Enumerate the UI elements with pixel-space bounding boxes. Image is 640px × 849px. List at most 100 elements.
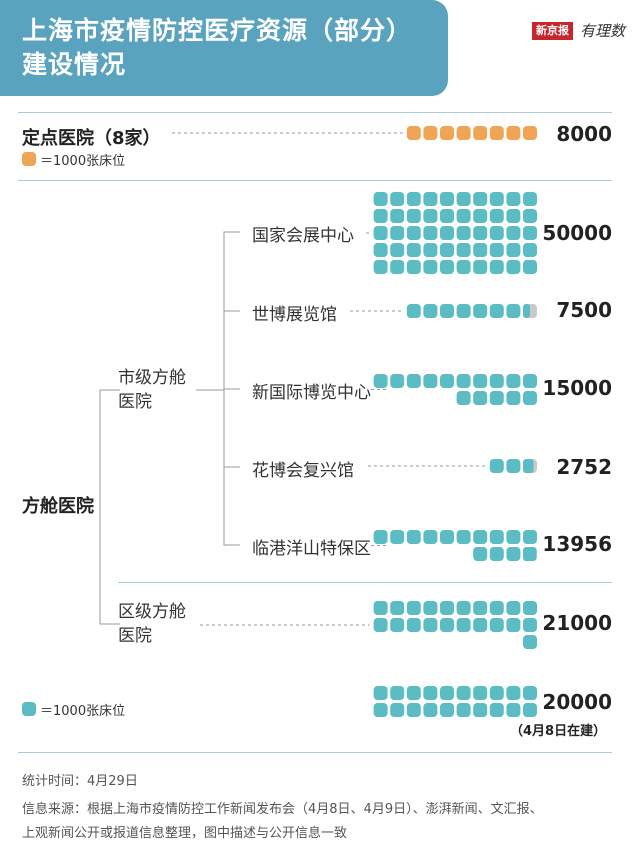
unit-icon — [373, 226, 388, 240]
unit-icon-fraction — [523, 459, 534, 473]
unit-icon — [506, 391, 521, 405]
unit-icon — [489, 243, 504, 257]
unit-icon — [489, 226, 504, 240]
unit-icon — [440, 226, 454, 240]
unit-icon — [473, 260, 488, 274]
value-label-lingang-yangshan: 13956 — [542, 532, 612, 556]
unit-icon — [456, 192, 471, 206]
unit-icon — [456, 226, 471, 240]
unit-icon — [523, 635, 537, 649]
unit-icon — [406, 618, 421, 632]
row-name-new-intl-expo: 新国际博览中心 — [252, 383, 371, 403]
unit-icon — [523, 192, 537, 206]
legend-designated-text: ＝1000张床位 — [40, 154, 126, 169]
unit-icon — [390, 260, 405, 274]
unit-icon — [523, 391, 537, 405]
stat-time: 统计时间：4月29日 — [22, 774, 138, 789]
title-line-1: 上海市疫情防控医疗资源（部分） — [22, 16, 413, 45]
unit-icon — [423, 304, 438, 318]
unit-icons — [373, 126, 537, 717]
cabin-hospital-label: 方舱医院 — [22, 496, 94, 517]
unit-icon — [390, 703, 405, 717]
unit-icon — [489, 126, 504, 140]
unit-icon — [440, 304, 454, 318]
value-label-expo-hall: 7500 — [556, 298, 612, 322]
unit-icon — [423, 374, 438, 388]
unit-icon — [440, 686, 454, 700]
unit-icon — [440, 530, 454, 544]
unit-icon — [506, 209, 521, 223]
unit-icon — [506, 192, 521, 206]
unit-icon-fraction — [523, 304, 530, 318]
unit-icon — [506, 243, 521, 257]
unit-icon — [440, 192, 454, 206]
unit-icon — [423, 618, 438, 632]
unit-icon — [406, 126, 421, 140]
under-construction-note: （4月8日在建） — [510, 724, 607, 739]
unit-icon — [373, 530, 388, 544]
unit-icon — [423, 243, 438, 257]
unit-icon — [406, 374, 421, 388]
unit-icon — [489, 391, 504, 405]
unit-icon — [373, 618, 388, 632]
unit-icon — [506, 703, 521, 717]
city-level-line-1: 市级方舱 — [118, 368, 186, 388]
unit-icon — [456, 304, 471, 318]
divider-top — [18, 112, 612, 113]
unit-icon — [423, 686, 438, 700]
unit-icon — [423, 192, 438, 206]
unit-icon — [423, 601, 438, 615]
tree-root-bracket — [99, 389, 120, 625]
unit-icon — [440, 243, 454, 257]
unit-icon — [473, 686, 488, 700]
unit-icon — [489, 192, 504, 206]
unit-icon-fraction — [523, 547, 537, 561]
unit-icon — [489, 530, 504, 544]
unit-icon — [440, 260, 454, 274]
unit-icon — [506, 618, 521, 632]
unit-icon — [473, 530, 488, 544]
unit-icon — [489, 459, 504, 473]
unit-icon — [489, 703, 504, 717]
row-name-lingang-yangshan: 临港洋山特保区 — [252, 539, 371, 559]
legend-teal-icon — [22, 702, 36, 716]
unit-icon — [423, 530, 438, 544]
unit-icon — [373, 260, 388, 274]
unit-icon — [473, 374, 488, 388]
value-label-new-intl-expo: 15000 — [542, 376, 612, 400]
unit-icon — [506, 459, 521, 473]
unit-icon — [390, 618, 405, 632]
unit-icon — [523, 209, 537, 223]
unit-icon — [456, 686, 471, 700]
unit-icon — [489, 260, 504, 274]
value-label-national-exhibition: 50000 — [542, 221, 612, 245]
unit-icon — [440, 601, 454, 615]
unit-icon — [456, 618, 471, 632]
value-label-designated: 8000 — [556, 122, 612, 146]
unit-icon — [390, 226, 405, 240]
unit-icon — [406, 192, 421, 206]
unit-icon — [423, 209, 438, 223]
unit-icon — [473, 243, 488, 257]
unit-icon — [373, 374, 388, 388]
divider-designated — [18, 180, 612, 181]
unit-icon — [506, 374, 521, 388]
unit-icon — [373, 686, 388, 700]
divider-bottom — [18, 752, 612, 753]
leader-lines — [172, 132, 486, 626]
unit-icon — [406, 209, 421, 223]
legend-orange-icon — [22, 152, 36, 166]
unit-icon — [523, 243, 537, 257]
logo-brand: 有理数 — [580, 22, 626, 40]
unit-icon — [423, 126, 438, 140]
unit-icon — [373, 703, 388, 717]
unit-icon — [523, 601, 537, 615]
tree-connectors — [99, 231, 240, 625]
unit-icon — [473, 192, 488, 206]
unit-icon — [456, 243, 471, 257]
unit-icon — [390, 209, 405, 223]
unit-icon — [456, 126, 471, 140]
unit-icon — [523, 374, 537, 388]
value-label-district: 21000 — [542, 611, 612, 635]
logo-newspaper: 新京报 — [532, 22, 573, 40]
